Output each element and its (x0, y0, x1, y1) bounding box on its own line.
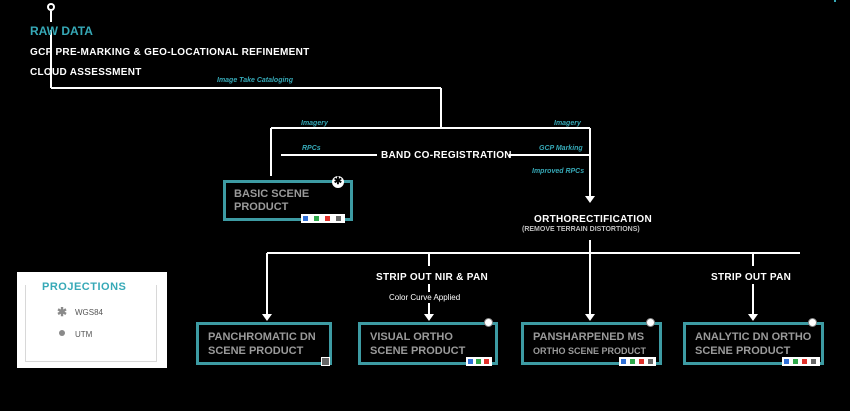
nir-band-icon (647, 358, 654, 365)
color-curve-label: Color Curve Applied (389, 293, 461, 302)
label-gcp-marking: GCP Marking (539, 145, 583, 152)
product-1-line1: PANCHROMATIC DN (208, 331, 316, 343)
product-4-line1: ANALYTIC DN ORTHO (695, 331, 812, 343)
product-3-line2: ORTHO SCENE PRODUCT (533, 346, 647, 356)
asterisk-icon: ✱ (57, 305, 68, 319)
red-band-icon (483, 358, 490, 365)
product-1-line2: SCENE PRODUCT (208, 345, 304, 357)
blue-band-icon (783, 358, 790, 365)
band-co-registration-label: BAND CO-REGISTRATION (381, 150, 512, 161)
panchromatic-dn-box: PANCHROMATIC DN SCENE PRODUCT (196, 322, 332, 365)
projections-legend-frame (25, 285, 157, 362)
basic-scene-line2: PRODUCT (234, 201, 289, 213)
band-chips-visual (466, 357, 492, 366)
dot-badge-icon (646, 318, 655, 327)
blue-band-icon (302, 215, 309, 222)
green-band-icon (475, 358, 482, 365)
product-2-line2: SCENE PRODUCT (370, 345, 466, 357)
dot-badge-icon (484, 318, 493, 327)
blue-band-icon (620, 358, 627, 365)
strip-pan-label: STRIP OUT PAN (711, 272, 792, 283)
projections-legend: PROJECTIONS ✱ WGS84 UTM (17, 272, 167, 368)
red-band-icon (801, 358, 808, 365)
gcp-pre-marking-step: GCP PRE-MARKING & GEO-LOCATIONAL REFINEM… (30, 47, 310, 58)
red-band-icon (638, 358, 645, 365)
green-band-icon (629, 358, 636, 365)
dot-badge-icon (808, 318, 817, 327)
cloud-assessment-step: CLOUD ASSESSMENT (30, 67, 142, 78)
band-chips-pansharpened (619, 357, 656, 366)
pan-band-icon (321, 357, 330, 366)
product-3-line1: PANSHARPENED MS (533, 331, 645, 343)
label-image-take-cataloging: Image Take Cataloging (217, 77, 293, 84)
blue-band-icon (467, 358, 474, 365)
band-chips-analytic (782, 357, 820, 366)
projection-wgs84-label: WGS84 (75, 308, 104, 317)
projection-utm-label: UTM (75, 330, 93, 339)
orthorectification-title: ORTHORECTIFICATION (534, 214, 652, 225)
basic-scene-line1: BASIC SCENE (234, 188, 310, 200)
label-imagery-left: Imagery (301, 120, 328, 127)
projections-title: PROJECTIONS (40, 281, 129, 293)
label-imagery-right: Imagery (554, 120, 581, 127)
nir-band-icon (810, 358, 817, 365)
strip-nir-pan-label: STRIP OUT NIR & PAN (376, 272, 489, 283)
green-band-icon (792, 358, 799, 365)
nir-band-icon (335, 215, 342, 222)
band-chips-basic (301, 214, 345, 223)
label-improved-rpcs: Improved RPCs (532, 168, 585, 175)
red-band-icon (324, 215, 331, 222)
product-4-line2: SCENE PRODUCT (695, 345, 791, 357)
label-rpcs: RPCs (302, 145, 321, 152)
green-band-icon (313, 215, 320, 222)
asterisk-badge-icon: ✱ (332, 176, 344, 188)
orthorectification-subtitle: (REMOVE TERRAIN DISTORTIONS) (522, 226, 640, 233)
product-2-line1: VISUAL ORTHO (370, 331, 453, 343)
dot-icon (59, 330, 65, 336)
raw-data-heading: RAW DATA (30, 24, 93, 38)
